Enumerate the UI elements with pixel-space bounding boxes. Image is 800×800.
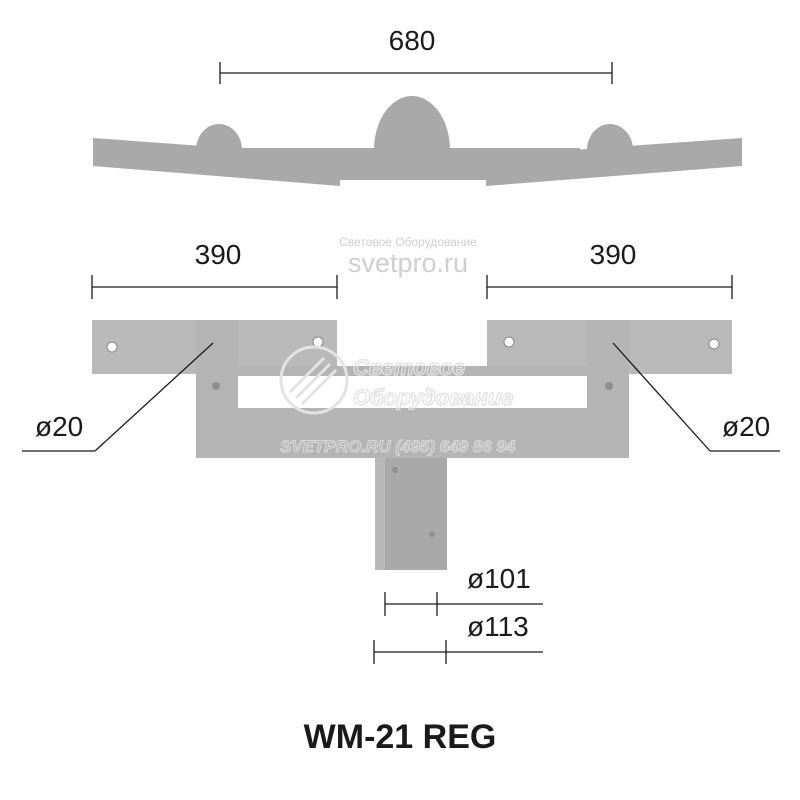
upper-bar [196,366,629,376]
outer-diameter-label: ø113 [467,611,529,642]
dim-390-left-label: 390 [195,239,242,270]
dim-680: 680 [219,25,613,84]
hole-left-label: ø20 [35,411,83,442]
leader-hole-left: ø20 [22,342,214,452]
bolt-tube-lower [429,531,435,537]
hole-left-inner [312,336,324,348]
model-title: WM-21 REG [304,718,497,756]
top-view-right-arm [486,138,742,186]
center-tube-highlight [375,458,385,570]
top-view-center-beam [242,148,580,164]
top-view-center-hub [330,160,495,180]
dim-680-label: 680 [389,25,436,56]
watermark-contact: SVETPRO.RU (495) 649 86 94 [280,437,516,456]
dim-390-right: 390 [486,239,733,299]
inner-diameter-label: ø101 [467,563,531,594]
dim-390-left: 390 [91,239,338,299]
watermark: Световое Оборудование svetpro.ru [339,235,477,278]
dim-390-right-label: 390 [590,239,637,270]
bolt-right-riser [605,382,613,390]
watermark-logo: Световое Оборудование SVETPRO.RU (495) 6… [279,345,516,457]
watermark-company-small: Световое Оборудование [339,235,477,249]
top-view-left-dome [196,124,242,150]
watermark-company-line2: Оборудование [353,385,514,410]
watermark-company-line1: Световое [353,355,465,380]
top-view-center-dome [374,96,450,150]
bolt-tube-upper [392,467,398,473]
right-riser [587,320,629,410]
hole-right-inner [503,336,515,348]
leader-hole-right: ø20 [612,342,780,452]
top-view-right-dome [587,124,633,150]
center-tube [375,458,447,570]
top-view [93,96,742,186]
watermark-site: svetpro.ru [348,248,468,278]
dim-inner-diameter: ø101 [384,563,543,616]
top-view-left-arm [93,138,340,186]
cross-beam [196,408,629,458]
left-riser [196,320,238,410]
hole-right-outer [708,338,720,350]
dim-outer-diameter: ø113 [373,611,543,664]
hole-right-label: ø20 [722,411,770,442]
front-view [92,320,732,570]
bolt-left-riser [212,382,220,390]
hole-left-outer [106,341,118,353]
